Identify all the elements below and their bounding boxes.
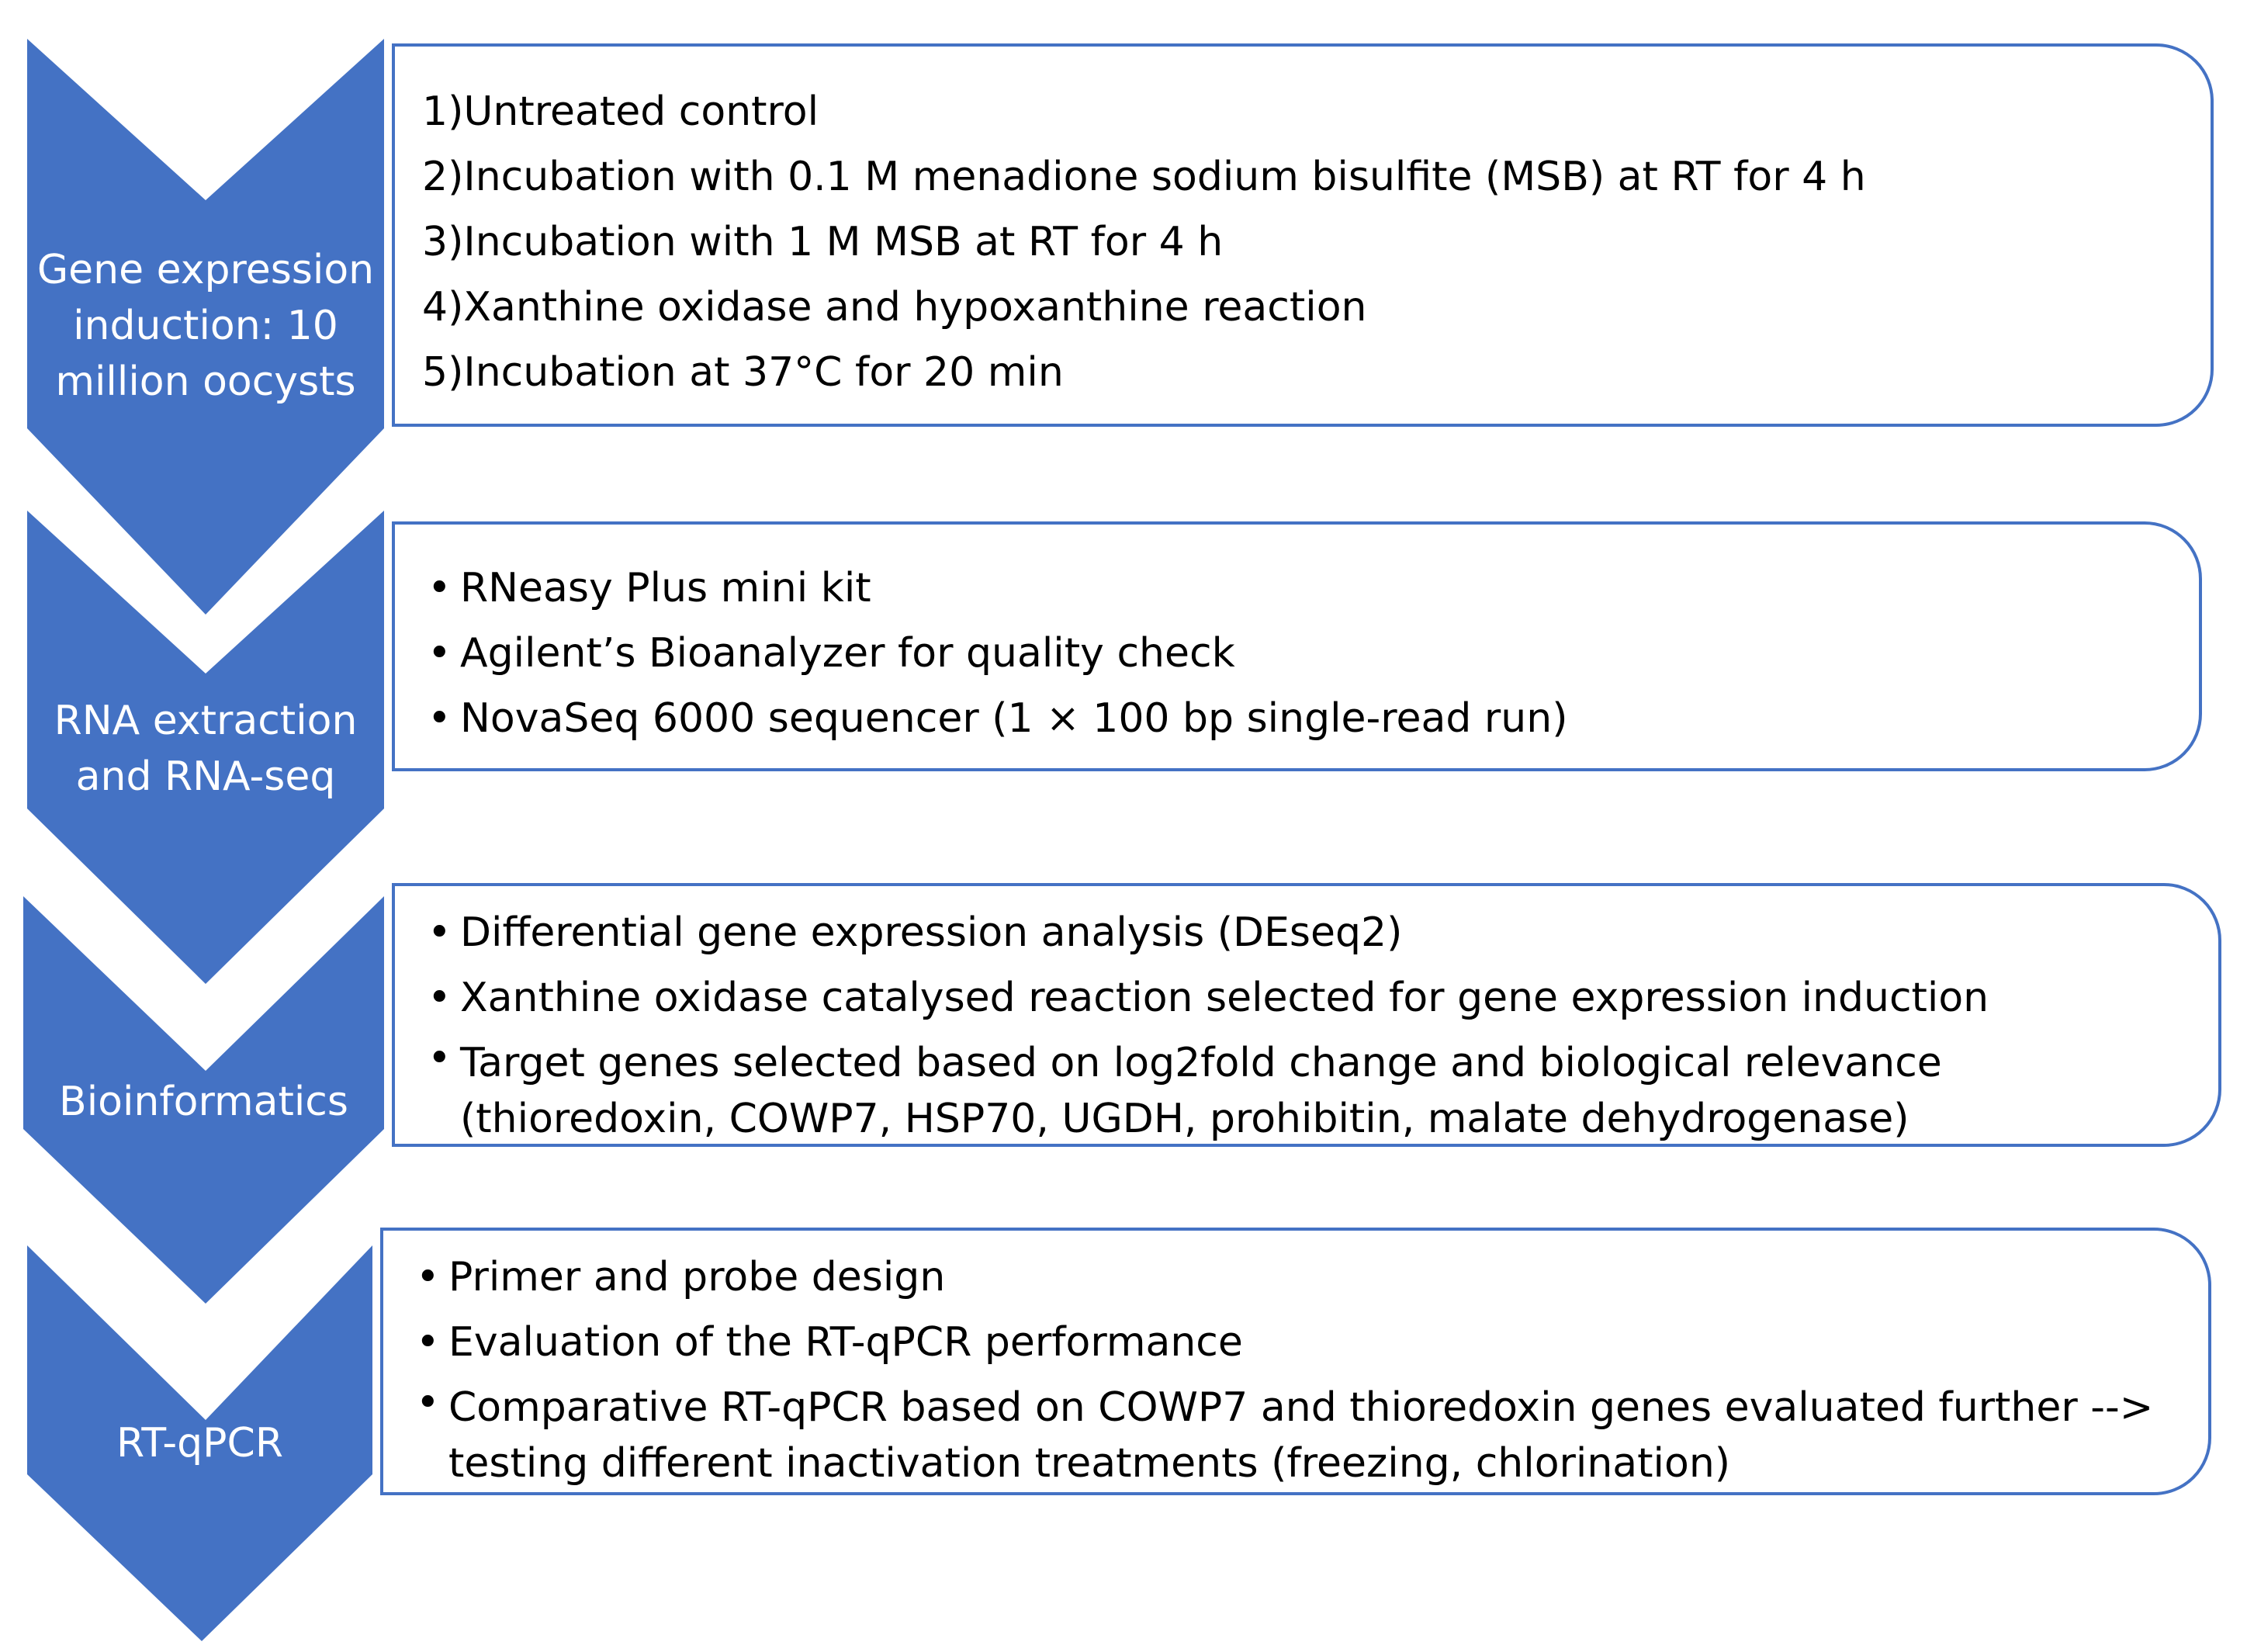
list-item: RNeasy Plus mini kit <box>426 556 2199 621</box>
list-item: Comparative RT-qPCR based on COWP7 and t… <box>414 1375 2177 1491</box>
list-item: 1)Untreated control <box>422 88 819 135</box>
list-item: 5)Incubation at 37°C for 20 min <box>422 349 1064 396</box>
bioinformatics-list: Differential gene expression analysis (D… <box>426 900 2179 1147</box>
list-item: Primer and probe design <box>414 1245 2177 1310</box>
chevron-stage-1 <box>27 39 384 615</box>
rna-extraction-list: RNeasy Plus mini kit Agilent’s Bioanalyz… <box>426 556 2199 751</box>
stage-label-gene-expression-induction: Gene expression induction: 10 million oo… <box>36 247 375 405</box>
chevron-stage-2 <box>27 511 384 984</box>
list-item: NovaSeq 6000 sequencer (1 × 100 bp singl… <box>426 686 2199 751</box>
list-item: Differential gene expression analysis (D… <box>426 900 2179 965</box>
rt-qpcr-list: Primer and probe design Evaluation of th… <box>414 1245 2177 1491</box>
stage-4-details-box: Primer and probe design Evaluation of th… <box>380 1228 2211 1495</box>
stage-2-details-box: RNeasy Plus mini kit Agilent’s Bioanalyz… <box>392 521 2202 771</box>
list-item: 3)Incubation with 1 M MSB at RT for 4 h <box>422 219 1224 265</box>
stage-label-rna-extraction: RNA extraction and RNA-seq <box>54 698 358 800</box>
list-item: Agilent’s Bioanalyzer for quality check <box>426 621 2199 686</box>
list-item: 4)Xanthine oxidase and hypoxanthine reac… <box>422 284 1367 331</box>
stage-1-details-box: 1)Untreated control 2)Incubation with 0.… <box>392 43 2214 427</box>
list-item: 2)Incubation with 0.1 M menadione sodium… <box>422 154 1866 200</box>
stage-label-rt-qpcr: RT-qPCR <box>116 1420 283 1467</box>
list-item: Xanthine oxidase catalysed reaction sele… <box>426 965 2179 1030</box>
stage-label-bioinformatics: Bioinformatics <box>59 1079 348 1125</box>
stage-3-details-box: Differential gene expression analysis (D… <box>392 883 2221 1147</box>
treatment-list: 1)Untreated control 2)Incubation with 0.… <box>422 79 2211 405</box>
list-item: Evaluation of the RT-qPCR performance <box>414 1310 2177 1375</box>
chevron-stage-4 <box>27 1245 372 1641</box>
list-item: Target genes selected based on log2fold … <box>426 1030 2179 1147</box>
chevron-stage-3 <box>23 896 384 1304</box>
